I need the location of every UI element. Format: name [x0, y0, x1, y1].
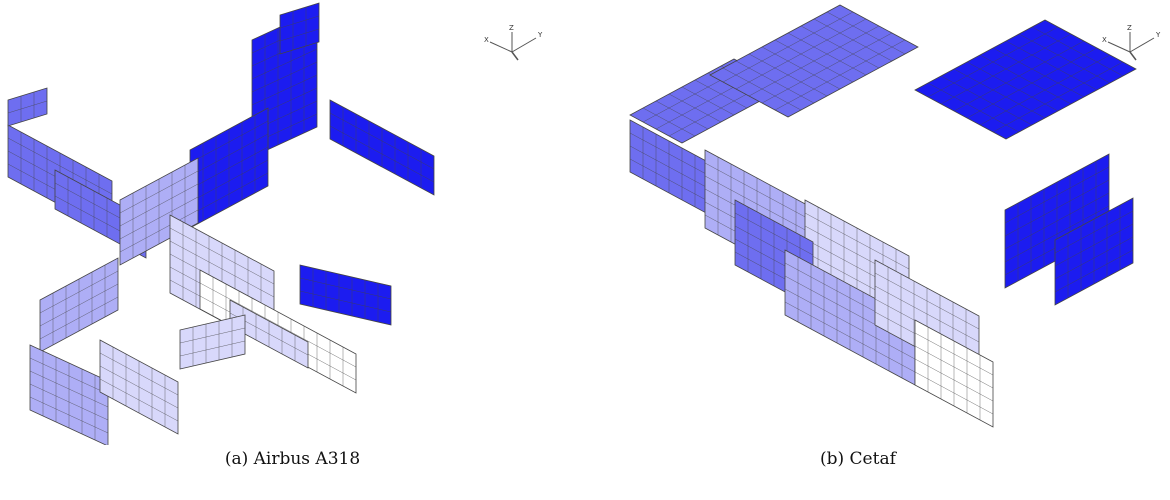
airbus-voxel-mesh: Z X Y: [7, 2, 543, 445]
fuselage-lower: [179, 314, 246, 370]
top-face-center: [709, 4, 919, 118]
nose-block: [39, 257, 119, 353]
caption-airbus: (a) Airbus A318: [224, 449, 361, 469]
fuselage-dark: [189, 107, 269, 229]
top-face-right: [914, 19, 1137, 140]
engine-right: [299, 264, 392, 326]
nose-belly: [99, 339, 179, 435]
caption-cetaf: (b) Cetaf: [820, 449, 896, 469]
tail-plane: [329, 99, 435, 196]
cetaf-voxel-mesh: Z X Y: [629, 4, 1161, 428]
front-white: [914, 319, 994, 428]
axis-label-z: Z: [509, 24, 514, 32]
axis-label-x: X: [1102, 36, 1107, 44]
axis-label-z: Z: [1127, 24, 1132, 32]
fuselage-mid: [119, 157, 199, 266]
axis-triad-b: Z X Y: [1102, 24, 1161, 61]
right-dark-lower: [1054, 197, 1134, 306]
axis-label-y: Y: [1155, 31, 1161, 39]
nose-front: [29, 344, 109, 445]
left-wing-tip: [7, 87, 48, 127]
axis-label-y: Y: [537, 31, 543, 39]
axis-triad-a: Z X Y: [484, 24, 543, 61]
axis-label-x: X: [484, 36, 489, 44]
tail-fin-upper: [279, 2, 320, 55]
panel-airbus: Z X Y (a) Airbus A318: [7, 2, 543, 469]
panel-cetaf: Z X Y (b) Cetaf: [585, 0, 1170, 500]
